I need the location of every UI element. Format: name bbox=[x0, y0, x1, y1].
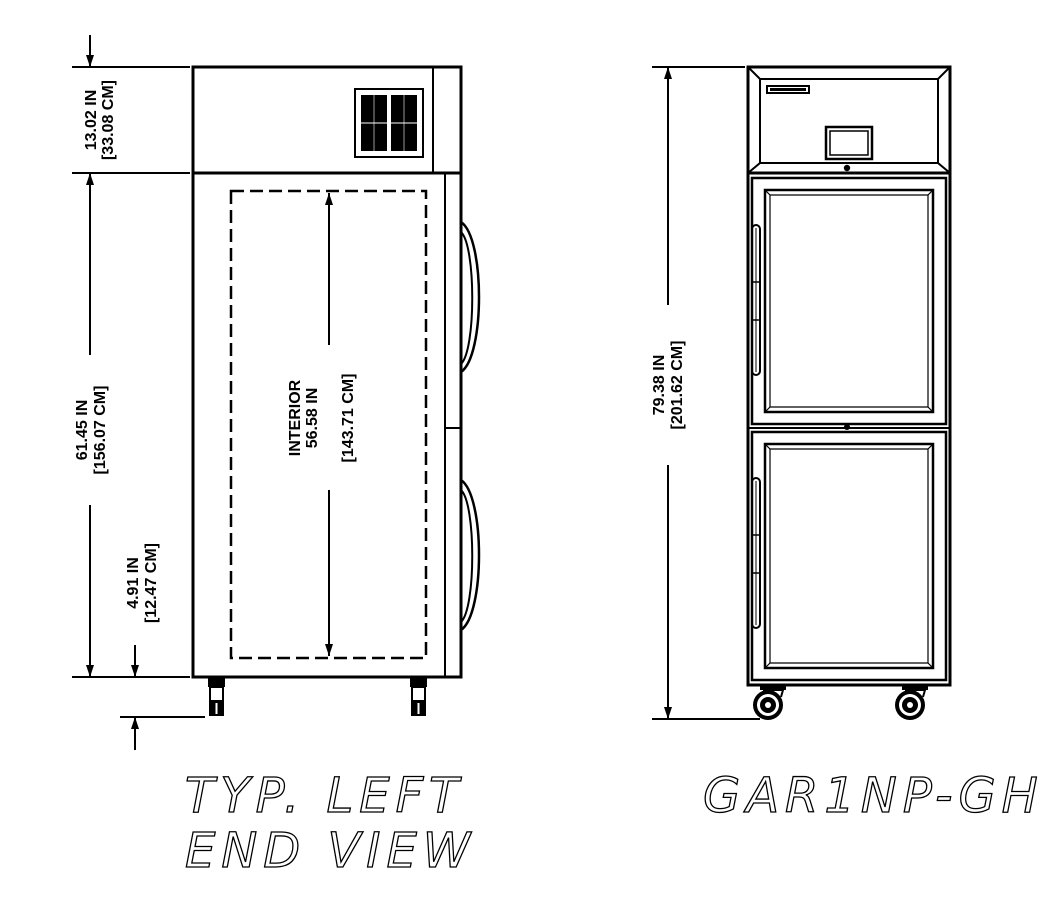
left-dimension-lines bbox=[72, 35, 333, 750]
left-end-view: 13.02 IN [33.08 CM] 61.45 IN [156.07 CM]… bbox=[72, 35, 481, 880]
vent-grille bbox=[354, 88, 424, 158]
lower-door-handle bbox=[751, 477, 761, 629]
side-caster-left bbox=[208, 677, 225, 716]
top-compartment bbox=[746, 65, 952, 175]
lower-glass-door bbox=[750, 430, 948, 682]
side-caster-right bbox=[410, 677, 427, 716]
cabinet-side-outline bbox=[191, 65, 463, 679]
dim-main-cm: [156.07 CM] bbox=[92, 386, 109, 475]
interior-dim-in: 56.58 IN bbox=[304, 388, 321, 448]
interior-label: INTERIOR bbox=[287, 379, 304, 456]
upper-door-handle bbox=[751, 224, 761, 376]
dim-main-in: 61.45 IN bbox=[74, 400, 91, 460]
front-caster-left bbox=[753, 685, 786, 720]
dim-caster-cm: [12.47 CM] bbox=[143, 543, 160, 623]
model-caption: GAR1NP-GH bbox=[703, 768, 1044, 824]
dim-top-in: 13.02 IN bbox=[83, 90, 100, 150]
brand-logo-plate bbox=[766, 85, 810, 94]
left-view-caption-line1: TYP. LEFT bbox=[185, 768, 465, 824]
door-lock-dot bbox=[844, 424, 850, 430]
dim-overall-cm: [201.62 CM] bbox=[669, 341, 686, 430]
door-handle-profiles bbox=[460, 220, 481, 632]
dim-overall-in: 79.38 IN bbox=[651, 355, 668, 415]
touchscreen-display bbox=[824, 125, 874, 161]
upper-glass-door bbox=[750, 176, 948, 426]
dim-top-cm: [33.08 CM] bbox=[100, 80, 117, 160]
left-view-caption-line2: END VIEW bbox=[185, 823, 476, 879]
dim-caster-in: 4.91 IN bbox=[125, 557, 142, 609]
front-view: 79.38 IN [201.62 CM] GAR1NP-GH bbox=[651, 65, 1044, 825]
indicator-dot bbox=[843, 164, 851, 172]
interior-outline bbox=[229, 189, 428, 660]
front-caster-right bbox=[895, 685, 928, 720]
overall-dimension-line bbox=[652, 66, 760, 720]
interior-dim-cm: [143.71 CM] bbox=[340, 374, 357, 463]
